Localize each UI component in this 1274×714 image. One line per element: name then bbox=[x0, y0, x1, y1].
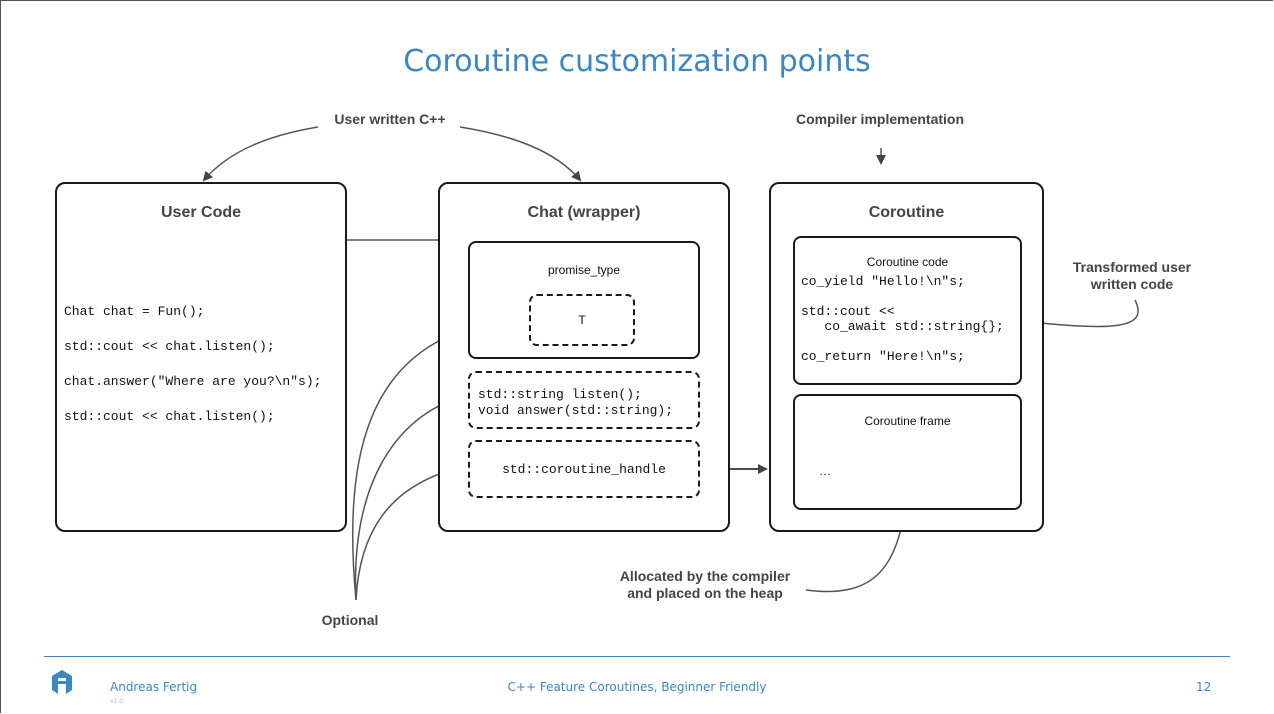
chat-wrapper-title: Chat (wrapper) bbox=[527, 204, 641, 221]
footer-page-number: 12 bbox=[1196, 680, 1212, 694]
coroutine-code-text: co_yield "Hello!\n"s; std::cout << co_aw… bbox=[801, 274, 1004, 364]
user-code-title: User Code bbox=[160, 204, 242, 221]
coroutine-handle-box: std::coroutine_handle bbox=[468, 440, 700, 498]
label-allocated: Allocated by the compiler and placed on … bbox=[619, 568, 791, 601]
user-code-line-3: chat.answer("Where are you?\n"s); bbox=[64, 374, 322, 389]
slide-title: Coroutine customization points bbox=[403, 44, 871, 79]
coroutine-code-label: Coroutine code bbox=[866, 255, 949, 269]
footer-version: v1.0 bbox=[110, 698, 124, 705]
methods-code: std::string listen(); void answer(std::s… bbox=[478, 387, 674, 418]
label-optional: Optional bbox=[321, 612, 379, 628]
coroutine-frame-label: Coroutine frame bbox=[864, 414, 951, 428]
coroutine-handle-label: std::coroutine_handle bbox=[502, 462, 666, 477]
user-code-line-4: std::cout << chat.listen(); bbox=[64, 409, 275, 424]
methods-box: std::string listen(); void answer(std::s… bbox=[468, 371, 700, 429]
user-code-line-2: std::cout << chat.listen(); bbox=[64, 339, 275, 354]
label-user-written: User written C++ bbox=[334, 111, 446, 127]
coroutine-code-box: Coroutine code co_yield "Hello!\n"s; std… bbox=[793, 236, 1022, 385]
label-compiler-impl: Compiler implementation bbox=[795, 111, 965, 127]
user-code-line-1: Chat chat = Fun(); bbox=[64, 304, 205, 319]
promise-t-box: T bbox=[529, 294, 635, 346]
coroutine-title: Coroutine bbox=[868, 204, 945, 221]
promise-t-label: T bbox=[578, 313, 586, 327]
label-transformed: Transformed user written code bbox=[1072, 259, 1192, 292]
coroutine-frame-box: Coroutine frame … bbox=[793, 394, 1022, 510]
coroutine-frame-content: … bbox=[819, 464, 831, 478]
arrow-to-user-code bbox=[202, 126, 319, 182]
footer-talk-title: C++ Feature Coroutines, Beginner Friendl… bbox=[507, 680, 767, 694]
footer-author: Andreas Fertig bbox=[110, 680, 198, 694]
footer-divider bbox=[44, 656, 1230, 657]
arrow-to-chat bbox=[459, 126, 582, 182]
arrow-transformed bbox=[1028, 299, 1139, 328]
promise-type-label: promise_type bbox=[547, 263, 621, 277]
user-code-box: User Code bbox=[55, 182, 347, 532]
